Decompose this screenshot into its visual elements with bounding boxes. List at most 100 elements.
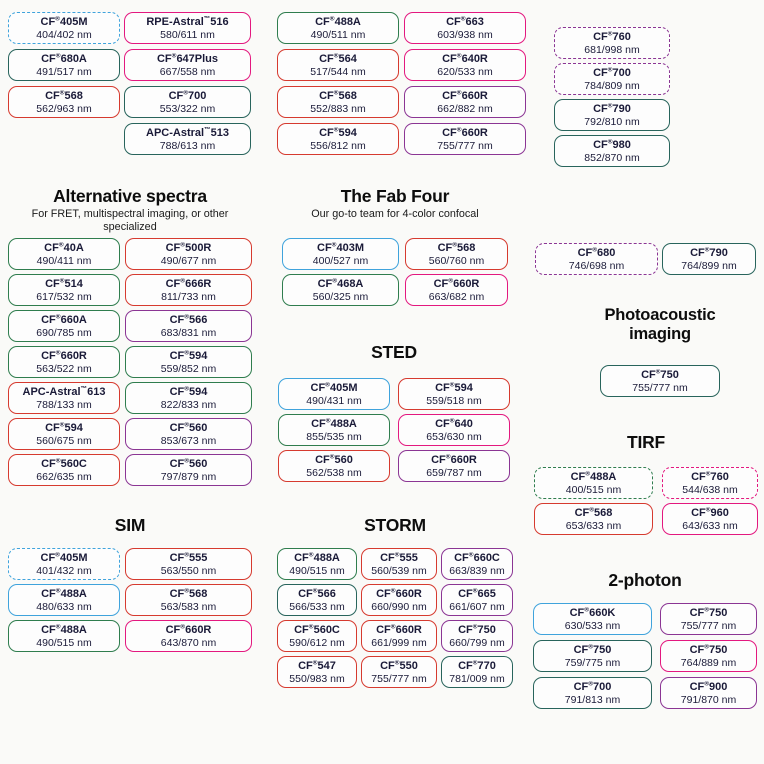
- pill-grid: CF®405M 401/432 nm CF®555 563/550 nm CF®…: [8, 548, 252, 652]
- dye-pill: CF®488A 400/515 nm: [534, 467, 653, 499]
- pill-grid: CF®40A 490/411 nm CF®500R 490/677 nm CF®…: [8, 238, 252, 486]
- dye-name: CF®594: [45, 420, 83, 434]
- dye-name: CF®560C: [294, 622, 340, 636]
- dye-pill: CF®568 653/633 nm: [534, 503, 653, 535]
- dye-name: CF®700: [573, 679, 612, 693]
- dye-pill: CF®647Plus 667/558 nm: [124, 49, 251, 81]
- dye-name: CF®790: [690, 245, 728, 259]
- section-sim: SIM CF®405M 401/432 nm CF®555 563/550 nm…: [8, 515, 252, 655]
- dye-name: CF®568: [169, 586, 208, 600]
- dye-pill: APC-Astral™613 788/133 nm: [8, 382, 120, 414]
- dye-name: CF®566: [169, 312, 208, 326]
- section-2-photon: 2-photon CF®660K 630/533 nm CF®750 755/7…: [533, 570, 757, 710]
- dye-pill: CF®560 853/673 nm: [125, 418, 252, 450]
- dye-wavelengths: 490/431 nm: [306, 394, 362, 407]
- dye-pill: CF®640 653/630 nm: [398, 414, 510, 446]
- dye-wavelengths: 590/612 nm: [289, 636, 345, 649]
- dye-name: CF®760: [593, 29, 631, 43]
- dye-name: CF®488A: [315, 14, 361, 28]
- dye-pill: CF®488A 490/511 nm: [277, 12, 399, 44]
- dye-name: CF®568: [319, 88, 357, 102]
- dye-name: CF®560C: [41, 456, 87, 470]
- dye-pill: CF®660A 690/785 nm: [8, 310, 120, 342]
- dye-pill: CF®790 792/810 nm: [554, 99, 670, 131]
- section-title: The Fab Four: [340, 186, 450, 206]
- dye-pill: CF®660R 663/682 nm: [405, 274, 508, 306]
- dye-pill: CF®468A 560/325 nm: [282, 274, 399, 306]
- dye-pill: CF®40A 490/411 nm: [8, 238, 120, 270]
- section-title: TIRF: [626, 432, 666, 452]
- dye-name: CF®640R: [442, 51, 488, 65]
- dye-pill: CF®403M 400/527 nm: [282, 238, 399, 270]
- dye-pill: CF®488A 480/633 nm: [8, 584, 120, 616]
- dye-pill: CF®660K 630/533 nm: [533, 603, 652, 635]
- section-storm: STORM CF®488A 490/515 nm CF®555 560/539 …: [277, 515, 513, 695]
- pill-grid: CF®403M 400/527 nm CF®568 560/760 nm CF®…: [282, 238, 508, 306]
- dye-pill: CF®750 755/777 nm: [600, 365, 720, 397]
- dye-wavelengths: 491/517 nm: [36, 65, 92, 78]
- dye-name: CF®750: [573, 642, 612, 656]
- dye-wavelengths: 755/777 nm: [437, 139, 493, 152]
- dye-pill: CF®560C 590/612 nm: [277, 620, 357, 652]
- dye-wavelengths: 550/983 nm: [289, 672, 345, 685]
- dye-wavelengths: 490/411 nm: [36, 254, 92, 267]
- dye-pill: CF®660R 662/882 nm: [404, 86, 526, 118]
- dye-wavelengths: 490/677 nm: [160, 254, 217, 267]
- dye-wavelengths: 562/538 nm: [306, 466, 362, 479]
- dye-pill: RPE-Astral™516 580/611 nm: [124, 12, 251, 44]
- dye-name: CF®405M: [310, 380, 358, 394]
- top-group-3: CF®488A 490/511 nm CF®564 517/544 nm CF®…: [277, 12, 399, 155]
- top-group-4: CF®663 603/938 nm CF®640R 620/533 nm CF®…: [404, 12, 526, 155]
- section-photoacoustic-imaging: Photoacoustic imaging CF®750 755/777 nm: [595, 306, 725, 402]
- dye-name: CF®488A: [294, 550, 340, 564]
- dye-name: APC-Astral™613: [22, 384, 106, 398]
- dye-wavelengths: 562/963 nm: [36, 102, 92, 115]
- dye-name: CF®403M: [317, 240, 364, 254]
- dye-wavelengths: 681/998 nm: [584, 43, 640, 56]
- dye-name: CF®660K: [569, 605, 616, 619]
- dye-wavelengths: 643/633 nm: [682, 519, 738, 532]
- dye-name: CF®568: [45, 88, 83, 102]
- dye-wavelengths: 563/522 nm: [36, 362, 92, 375]
- dye-wavelengths: 620/533 nm: [437, 65, 493, 78]
- dye-wavelengths: 563/583 nm: [160, 600, 217, 613]
- dye-pill: CF®960 643/633 nm: [662, 503, 758, 535]
- dye-name: CF®900: [689, 679, 728, 693]
- dye-wavelengths: 788/133 nm: [36, 398, 92, 411]
- dye-wavelengths: 560/760 nm: [428, 254, 485, 267]
- dye-wavelengths: 559/852 nm: [160, 362, 217, 375]
- dye-wavelengths: 566/533 nm: [289, 600, 345, 613]
- dye-wavelengths: 855/535 nm: [306, 430, 362, 443]
- dye-pill: CF®594 556/812 nm: [277, 123, 399, 155]
- dye-pill: CF®760 544/638 nm: [662, 467, 758, 499]
- dye-wavelengths: 784/809 nm: [584, 79, 640, 92]
- dye-pill: CF®660R 660/990 nm: [361, 584, 437, 616]
- dye-pill: CF®980 852/870 nm: [554, 135, 670, 167]
- dye-wavelengths: 563/550 nm: [160, 564, 217, 577]
- dye-name: CF®660R: [433, 276, 480, 290]
- dye-wavelengths: 580/611 nm: [160, 28, 215, 41]
- dye-pill: CF®640R 620/533 nm: [404, 49, 526, 81]
- dye-name: CF®468A: [317, 276, 364, 290]
- dye-pill: CF®568 552/883 nm: [277, 86, 399, 118]
- dye-wavelengths: 755/777 nm: [632, 381, 688, 394]
- dye-pill: CF®547 550/983 nm: [277, 656, 357, 688]
- dye-pill: CF®566 566/533 nm: [277, 584, 357, 616]
- dye-wavelengths: 822/833 nm: [160, 398, 217, 411]
- dye-wavelengths: 653/633 nm: [565, 519, 622, 532]
- dye-name: CF®660C: [454, 550, 500, 564]
- dye-name: CF®488A: [311, 416, 357, 430]
- dye-name: CF®500R: [165, 240, 212, 254]
- dye-wavelengths: 643/870 nm: [160, 636, 217, 649]
- dye-pill: CF®488A 490/515 nm: [277, 548, 357, 580]
- dye-wavelengths: 659/787 nm: [426, 466, 482, 479]
- dye-wavelengths: 490/511 nm: [310, 28, 366, 41]
- dye-wavelengths: 660/990 nm: [371, 600, 427, 613]
- pill-grid: CF®405M 490/431 nm CF®594 559/518 nm CF®…: [278, 378, 510, 482]
- dye-pill: CF®680 746/698 nm: [535, 243, 658, 275]
- dye-wavelengths: 404/402 nm: [36, 28, 92, 41]
- dye-name: CF®750: [689, 642, 728, 656]
- pill-grid: CF®680 746/698 nm CF®790 764/899 nm: [535, 243, 756, 275]
- dye-pill: CF®680A 491/517 nm: [8, 49, 120, 81]
